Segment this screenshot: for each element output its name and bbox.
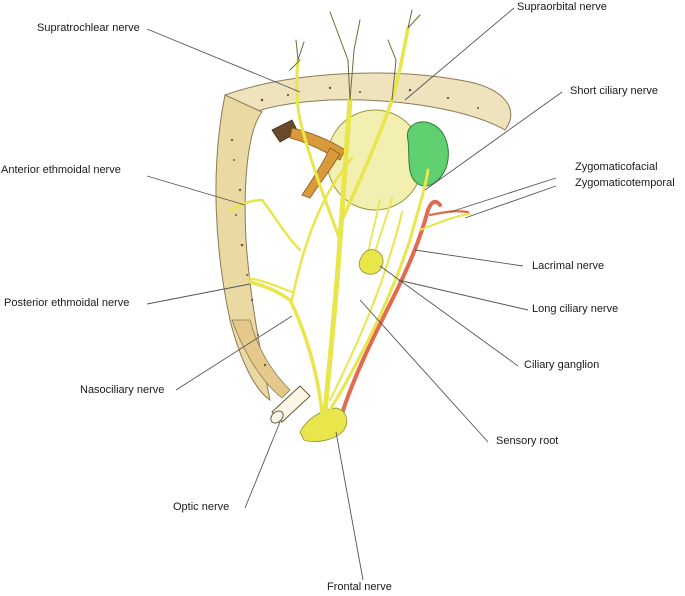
- terminal-twigs: [289, 9, 421, 101]
- orbital-floor-wall: [231, 319, 291, 399]
- leader-optic: [244, 421, 281, 509]
- label-optic-nerve: Optic nerve: [173, 501, 230, 513]
- ophthalmic-artery: [338, 199, 442, 422]
- leader-lacrimal: [414, 249, 524, 267]
- leader-zygomaticofacial: [449, 177, 557, 213]
- leader-lines: [146, 7, 563, 581]
- zygomatic-branch: [419, 213, 471, 231]
- artery: [338, 199, 470, 422]
- lacrimal-gland: [406, 121, 449, 187]
- label-lacrimal-nerve: Lacrimal nerve: [532, 260, 605, 272]
- optic-nerve: [270, 385, 311, 424]
- long-ciliary-branch: [329, 211, 403, 401]
- label-anterior-ethmoidal-nerve: Anterior ethmoidal nerve: [1, 164, 121, 176]
- nerves: [228, 9, 471, 442]
- label-frontal-nerve: Frontal nerve: [327, 581, 392, 593]
- leader-supratrochlear: [146, 28, 301, 93]
- label-posterior-ethmoidal-nerve: Posterior ethmoidal nerve: [4, 297, 130, 309]
- leader-posterior-ethmoidal: [146, 283, 251, 305]
- label-long-ciliary-nerve: Long ciliary nerve: [532, 303, 619, 315]
- label-supratrochlear-nerve: Supratrochlear nerve: [37, 22, 140, 34]
- trigeminal-ganglion: [299, 407, 348, 442]
- supraorbital-branch: [340, 26, 410, 222]
- superior-oblique-belly: [301, 147, 341, 199]
- lacrimal-nerve-branch: [328, 168, 430, 412]
- nasociliary-continuation: [290, 156, 354, 302]
- optic-nerve-cut: [270, 410, 284, 424]
- leader-long-ciliary: [397, 279, 529, 311]
- leader-anterior-ethmoidal: [146, 175, 246, 206]
- label-nasociliary-nerve: Nasociliary nerve: [80, 384, 165, 396]
- label-zygomaticotemporal: Zygomaticotemporal: [575, 177, 675, 189]
- label-short-ciliary-nerve: Short ciliary nerve: [570, 85, 659, 97]
- orbital-medial-wall: [215, 94, 271, 402]
- nasociliary-branch: [248, 280, 324, 414]
- ciliary-ganglion-body: [358, 249, 384, 275]
- bone-texture: [230, 86, 479, 367]
- lacrimal-gland-shape: [406, 121, 449, 187]
- leader-short-ciliary: [424, 91, 563, 191]
- leader-ciliary-ganglion: [379, 265, 519, 367]
- anterior-ethmoidal-branch: [228, 198, 302, 252]
- posterior-ethmoidal-branch: [246, 276, 294, 294]
- label-sensory-root: Sensory root: [496, 435, 559, 447]
- leader-zygomaticotemporal: [464, 185, 557, 219]
- leader-frontal: [335, 431, 364, 581]
- leader-sensory-root: [359, 299, 489, 443]
- label-supraorbital-nerve: Supraorbital nerve: [517, 1, 607, 13]
- leader-supraorbital: [404, 7, 515, 101]
- label-zygomaticofacial: Zygomaticofacial: [575, 161, 658, 173]
- label-ciliary-ganglion: Ciliary ganglion: [524, 359, 600, 371]
- supratrochlear-branch: [295, 58, 342, 242]
- artery-branch: [428, 210, 470, 217]
- leader-nasociliary: [175, 315, 293, 391]
